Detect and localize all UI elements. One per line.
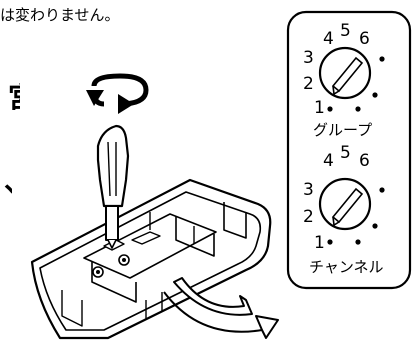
dial-number: 3: [303, 48, 314, 68]
dial-label: チャンネル: [309, 258, 384, 276]
curved-arrow-icon: [163, 277, 279, 339]
dial-number: 6: [359, 151, 370, 171]
dial-number: 5: [340, 21, 351, 41]
rotate-both-ways-icon: [86, 73, 149, 114]
dial-pointer-icon: [331, 187, 364, 224]
dial-number: 5: [340, 143, 351, 163]
screwdriver-icon: [96, 124, 130, 249]
dial-number: 2: [303, 74, 314, 94]
dial-pointer-icon: [331, 56, 364, 93]
instruction-text: は変わりません。: [0, 6, 120, 24]
dial-number: 1: [314, 98, 325, 118]
dial-number: 3: [303, 180, 314, 200]
clipped-text-fragment: 宮: [8, 76, 20, 116]
group-dial: 4 5 6 3 2 1 グループ: [303, 21, 385, 139]
dial-number: 2: [303, 207, 314, 227]
dial-number: 4: [323, 29, 334, 49]
channel-dial: 4 5 6 3 2 1 チャンネル: [303, 143, 385, 276]
dial-number: 4: [323, 151, 334, 171]
device-base-illustration: [30, 178, 272, 340]
dial-number: 6: [359, 29, 370, 49]
dial-number: 1: [314, 233, 325, 253]
dial-panel: 4 5 6 3 2 1 グループ 4 5 6 3 2 1: [286, 10, 412, 290]
dial-label: グループ: [313, 121, 372, 139]
clipped-text-fragment: 、: [4, 160, 12, 200]
